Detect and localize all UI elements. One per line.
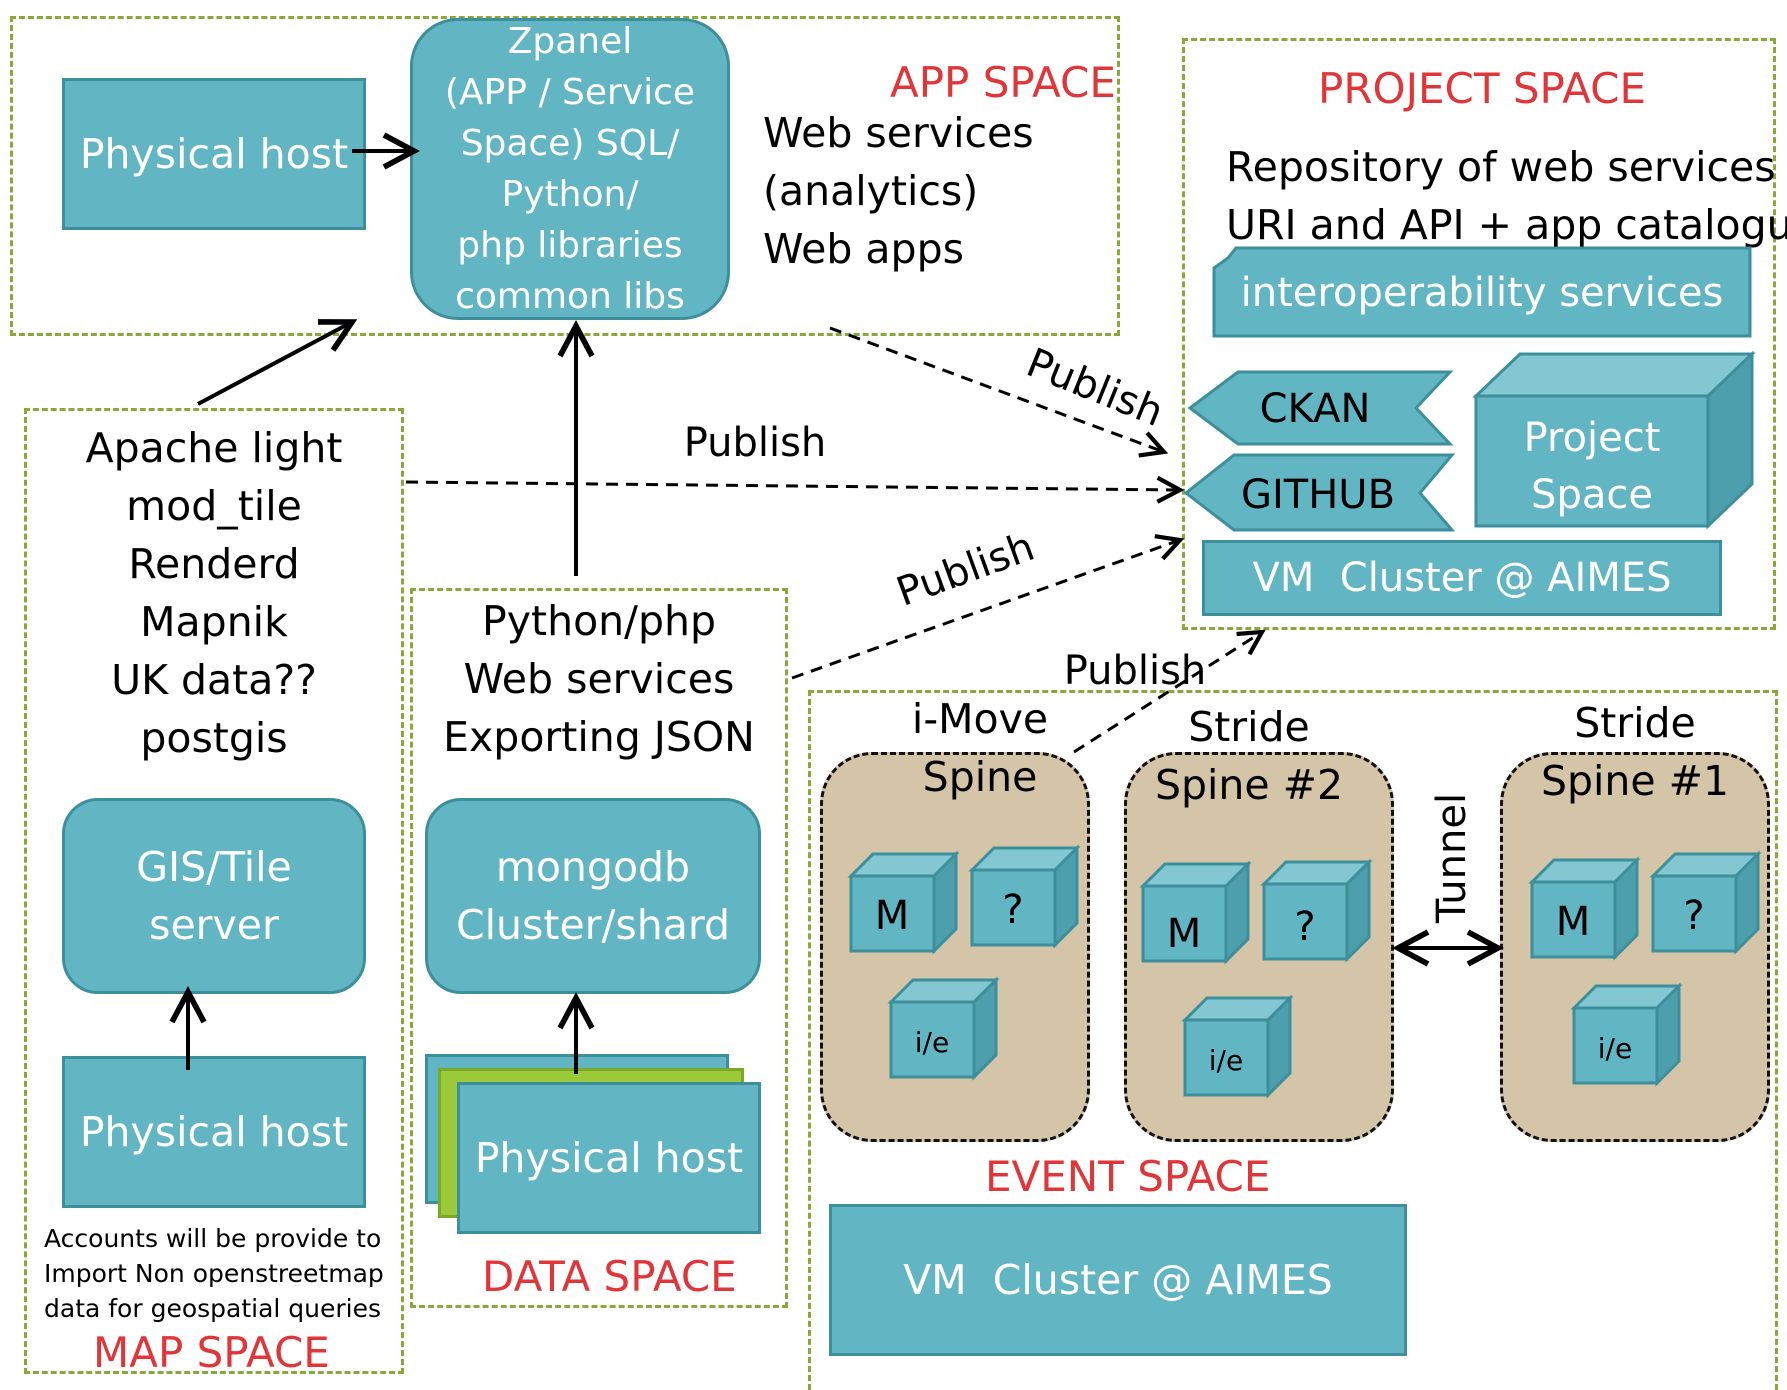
map-stack-line: UK data?? (111, 656, 317, 704)
cube-question-label: ? (1683, 893, 1704, 939)
app-physical-host-label: Physical host (79, 130, 349, 178)
zpanel-box: Zpanel (APP / Service Space) SQL/ Python… (410, 18, 730, 320)
publish-label: Publish (891, 524, 1041, 616)
publish-label: Publish (1064, 648, 1207, 694)
arrow-publish-map (405, 475, 1185, 504)
map-space-note: Accounts will be provide to Import Non o… (44, 1221, 384, 1326)
interoperability-banner (1212, 246, 1752, 338)
data-physical-host-box: Physical host (457, 1082, 761, 1234)
map-stack-line: Apache light (85, 424, 343, 472)
cube-question (968, 844, 1081, 949)
cube-question-label: ? (1294, 904, 1315, 950)
project-space-zone (1182, 38, 1776, 630)
project-note-line: Repository of web services (1226, 143, 1776, 191)
map-physical-host-label: Physical host (79, 1108, 349, 1156)
cube-ie-label: i/e (915, 1026, 949, 1059)
data-space-zone (410, 588, 788, 1308)
event-vm-cluster-box: VM Cluster @ AIMES (829, 1204, 1407, 1356)
map-stack-line: postgis (140, 714, 288, 762)
github-banner (1183, 453, 1456, 532)
data-physical-host-label: Physical host (474, 1134, 744, 1182)
data-space-stack: Python/php Web services Exporting JSON (410, 592, 788, 766)
map-stack-line: Renderd (128, 540, 300, 588)
app-note-line: Web apps (763, 225, 964, 273)
cube-ie (1570, 982, 1683, 1087)
ckan-banner (1187, 370, 1454, 446)
project-space-cube-line: Project (1524, 415, 1661, 461)
map-space-stack: Apache light mod_tile Renderd Mapnik UK … (24, 419, 404, 767)
mongodb-line: Cluster/shard (456, 901, 730, 949)
spine-group-label: Stride (1188, 703, 1310, 751)
map-note-line: Import Non openstreetmap (44, 1259, 384, 1288)
arrow-publish-event (1073, 629, 1266, 754)
cube-m (1528, 856, 1641, 961)
interoperability-label: interoperability services (1241, 270, 1724, 316)
gis-line: GIS/Tile (136, 843, 292, 891)
zpanel-line: php libraries (457, 225, 683, 266)
map-note-line: data for geospatial queries (44, 1294, 382, 1323)
cube-m-label: M (1167, 911, 1202, 957)
arrow-publish-data (791, 534, 1185, 680)
project-vm-cluster-box: VM Cluster @ AIMES (1202, 540, 1722, 616)
cube-ie (1181, 994, 1294, 1099)
zpanel-line: common libs (455, 276, 685, 317)
zpanel-line: (APP / Service (444, 72, 696, 113)
project-space-notes: Repository of web services URI and API +… (1226, 138, 1787, 254)
app-note-line: Web services (763, 109, 1034, 157)
data-stack-line: Python/php (482, 597, 716, 645)
app-note-line: (analytics) (763, 167, 979, 215)
map-physical-host-box: Physical host (62, 1056, 366, 1208)
cube-question-label: ? (1002, 887, 1023, 933)
cube-m (847, 850, 960, 955)
zpanel-line: Space) SQL/ (460, 123, 680, 164)
app-physical-host-box: Physical host (62, 78, 366, 230)
cube-ie-label: i/e (1209, 1044, 1243, 1077)
cube-m (1139, 860, 1252, 965)
spine-group-label: Stride (1574, 699, 1696, 747)
event-vm-cluster-label: VM Cluster @ AIMES (903, 1256, 1333, 1304)
arrow-map-to-app (197, 319, 358, 406)
spine-name-label: Spine (922, 753, 1038, 801)
data-stack-line: Web services (463, 655, 735, 703)
cube-m-label: M (875, 893, 910, 939)
zpanel-line: Python/ (501, 174, 639, 215)
spine-name-label: Spine #2 (1154, 761, 1344, 809)
cube-ie (887, 976, 1000, 1081)
spine-name-label: Spine #1 (1540, 757, 1730, 805)
project-space-cube-line: Space (1531, 472, 1653, 518)
data-stack-line: Exporting JSON (443, 713, 755, 761)
publish-label: Publish (1020, 340, 1169, 436)
tunnel-label: Tunnel (1429, 793, 1475, 924)
project-space-label: PROJECT SPACE (1318, 64, 1646, 113)
ckan-label: CKAN (1260, 386, 1371, 432)
publish-label: Publish (684, 420, 827, 466)
cube-ie-label: i/e (1598, 1032, 1632, 1065)
zpanel-line: Zpanel (507, 21, 633, 62)
gis-tile-server-box: GIS/Tile server (62, 798, 366, 994)
event-space-zone (808, 690, 1778, 1390)
project-note-line: URI and API + app catalogue (1226, 201, 1787, 249)
map-stack-line: mod_tile (126, 482, 302, 530)
map-space-label: MAP SPACE (93, 1328, 330, 1377)
event-space-label: EVENT SPACE (985, 1152, 1271, 1201)
mongodb-cluster-box: mongodb Cluster/shard (425, 798, 761, 994)
app-space-notes: Web services (analytics) Web apps (763, 104, 1034, 278)
project-vm-cluster-label: VM Cluster @ AIMES (1252, 555, 1672, 601)
mongodb-line: mongodb (495, 843, 691, 891)
map-space-zone (24, 408, 404, 1374)
cube-m-label: M (1556, 899, 1591, 945)
github-label: GITHUB (1241, 472, 1395, 518)
spine-group-label: i-Move (911, 695, 1049, 743)
cube-question (1649, 850, 1762, 955)
map-note-line: Accounts will be provide to (44, 1224, 382, 1253)
data-space-label: DATA SPACE (482, 1252, 737, 1301)
map-stack-line: Mapnik (140, 598, 288, 646)
app-space-label: APP SPACE (890, 58, 1116, 107)
cube-question (1260, 858, 1373, 963)
project-space-cube (1472, 350, 1756, 530)
gis-line: server (149, 901, 279, 949)
